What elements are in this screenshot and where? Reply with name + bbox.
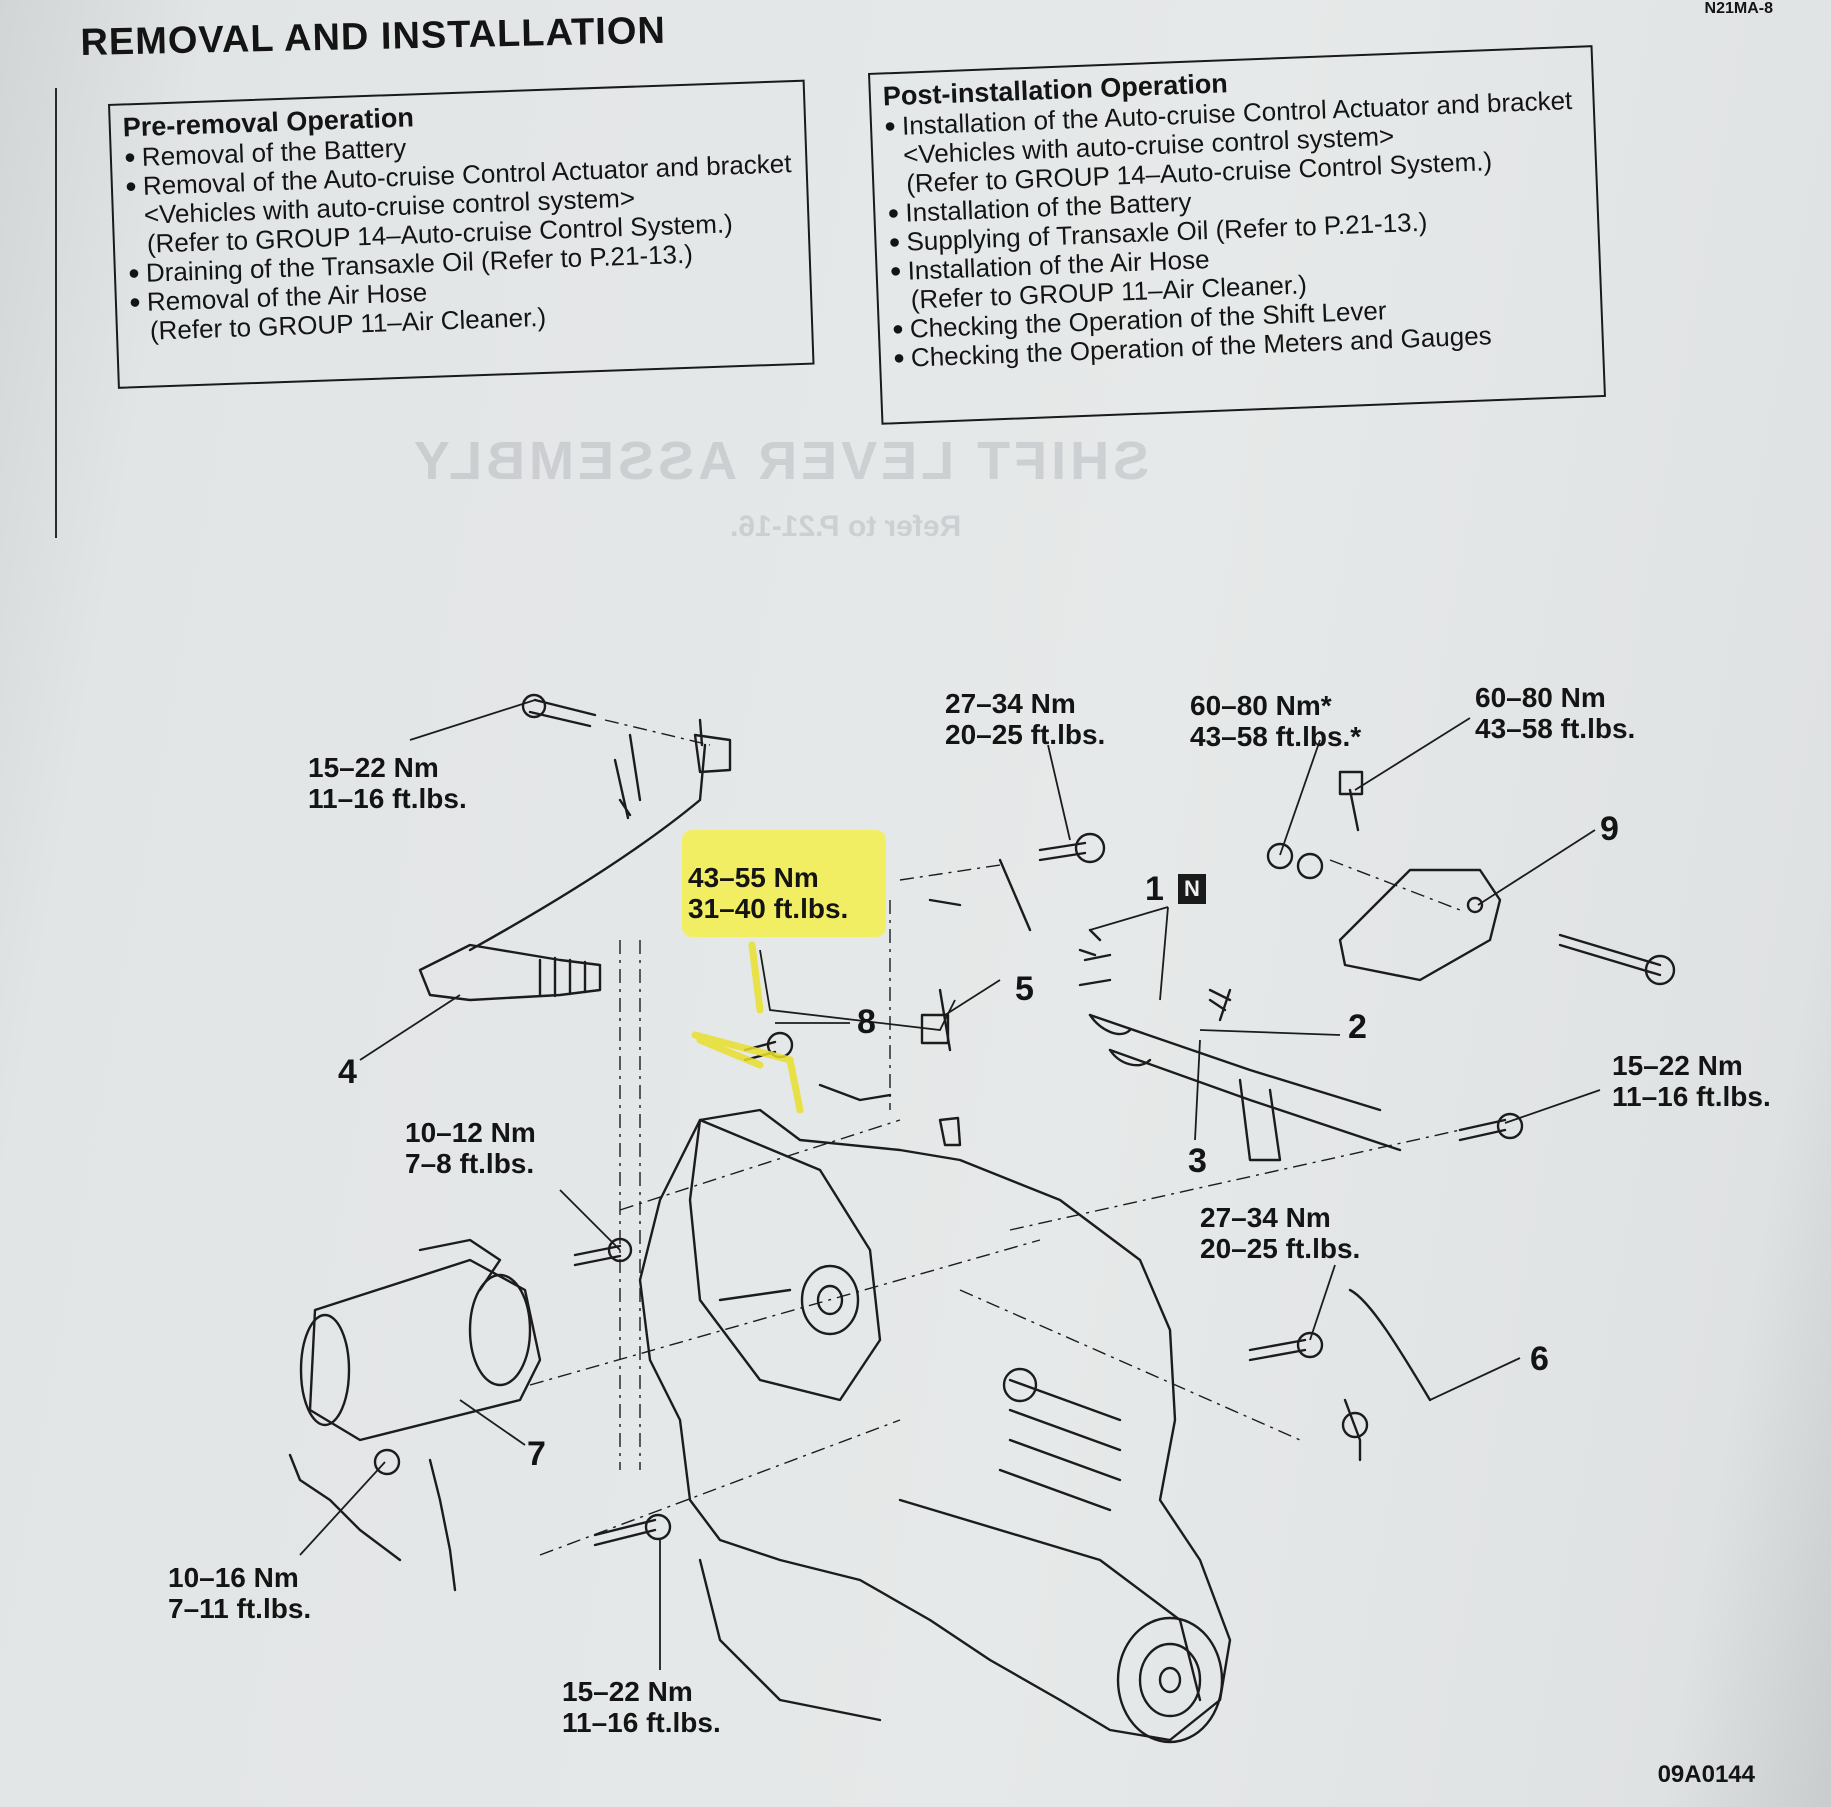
torque-spec: 27–34 Nm 20–25 ft.lbs.: [945, 688, 1105, 750]
torque-spec: 15–22 Nm 11–16 ft.lbs.: [1612, 1050, 1771, 1112]
torque-nm: 15–22 Nm: [308, 752, 439, 783]
breather-cap: [938, 1116, 962, 1147]
torque-ftlb: 11–16 ft.lbs.: [1612, 1081, 1771, 1112]
output-housing: [898, 1498, 1202, 1702]
nut: [1296, 852, 1324, 880]
mount-bracket: [1338, 868, 1502, 982]
bolt: [818, 1083, 892, 1102]
torque-nm: 43–55 Nm: [688, 862, 819, 893]
input-shaft: [800, 1264, 860, 1336]
nut: [1266, 842, 1294, 870]
callout-8: 8: [857, 1003, 876, 1041]
torque-nm: 15–22 Nm: [1612, 1050, 1743, 1081]
release-cylinder: [418, 943, 602, 1002]
torque-spec: 60–80 Nm 43–58 ft.lbs.: [1475, 682, 1635, 744]
shift-cable: [1088, 1013, 1382, 1112]
torque-ftlb: 7–11 ft.lbs.: [168, 1593, 312, 1624]
neutral-badge: N: [1178, 874, 1206, 904]
bolt: [528, 698, 597, 728]
ground-wire: [428, 1458, 457, 1592]
starter-motor: [308, 1258, 542, 1442]
callout-5: 5: [1015, 970, 1034, 1008]
callout-4: 4: [338, 1053, 357, 1091]
torque-nm: 15–22 Nm: [562, 1676, 693, 1707]
torque-ftlb: 43–58 ft.lbs.*: [1190, 721, 1362, 752]
torque-nm: 10–12 Nm: [405, 1117, 536, 1148]
bolt: [1248, 1338, 1307, 1362]
bolt: [573, 1244, 622, 1267]
callout-7: 7: [527, 1435, 546, 1473]
torque-ftlb: 7–8 ft.lbs.: [405, 1148, 535, 1179]
torque-spec: 27–34 Nm 20–25 ft.lbs.: [1200, 1202, 1360, 1264]
torque-ftlb: 43–58 ft.lbs.: [1475, 713, 1636, 744]
case-ribs: [998, 1378, 1122, 1512]
callout-2: 2: [1348, 1008, 1367, 1046]
bell-housing: [688, 1118, 882, 1402]
torque-spec: 60–80 Nm* 43–58 ft.lbs.*: [1190, 690, 1361, 752]
torque-spec: 15–22 Nm 11–16 ft.lbs.: [562, 1676, 721, 1738]
cable-bracket: [1238, 1078, 1282, 1162]
callout-9: 9: [1600, 810, 1619, 848]
highlight-marker: [682, 830, 886, 937]
backup-switch: [928, 898, 962, 1052]
torque-spec: 10–16 Nm 7–11 ft.lbs.: [168, 1562, 311, 1624]
margin-rule: [55, 88, 57, 538]
ground-wire: [288, 1453, 402, 1562]
bolt: [593, 1518, 657, 1547]
torque-nm: 60–80 Nm*: [1190, 690, 1332, 721]
torque-nm: 10–16 Nm: [168, 1562, 299, 1593]
torque-spec-highlighted: 43–55 Nm 31–40 ft.lbs.: [688, 862, 848, 924]
callout-6: 6: [1530, 1340, 1549, 1378]
transaxle-case: [638, 1108, 1232, 1742]
section-code: N21MA-8: [1704, 0, 1773, 17]
torque-nm: 60–80 Nm: [1475, 682, 1606, 713]
figure-code: 09A0144: [1657, 1761, 1755, 1788]
bolt: [1348, 788, 1360, 832]
torque-spec: 15–22 Nm 11–16 ft.lbs.: [308, 752, 467, 814]
torque-nm: 27–34 Nm: [945, 688, 1076, 719]
bolt: [1458, 1118, 1507, 1142]
nut: [373, 1448, 401, 1476]
torque-ftlb: 20–25 ft.lbs.: [1200, 1233, 1361, 1264]
torque-spec: 10–12 Nm 7–8 ft.lbs.: [405, 1117, 536, 1179]
hydraulic-line: [468, 743, 707, 952]
torque-ftlb: 11–16 ft.lbs.: [562, 1707, 721, 1738]
output-flange: [1116, 1616, 1224, 1744]
select-cable: [1108, 1048, 1402, 1152]
torque-ftlb: 31–40 ft.lbs.: [688, 893, 849, 924]
callout-3: 3: [1188, 1142, 1207, 1180]
torque-ftlb: 11–16 ft.lbs.: [308, 783, 467, 814]
torque-ftlb: 20–25 ft.lbs.: [945, 719, 1106, 750]
callout-1: 1: [1145, 870, 1164, 908]
speed-sensor-harness: [1348, 1288, 1432, 1402]
torque-nm: 27–34 Nm: [1200, 1202, 1331, 1233]
